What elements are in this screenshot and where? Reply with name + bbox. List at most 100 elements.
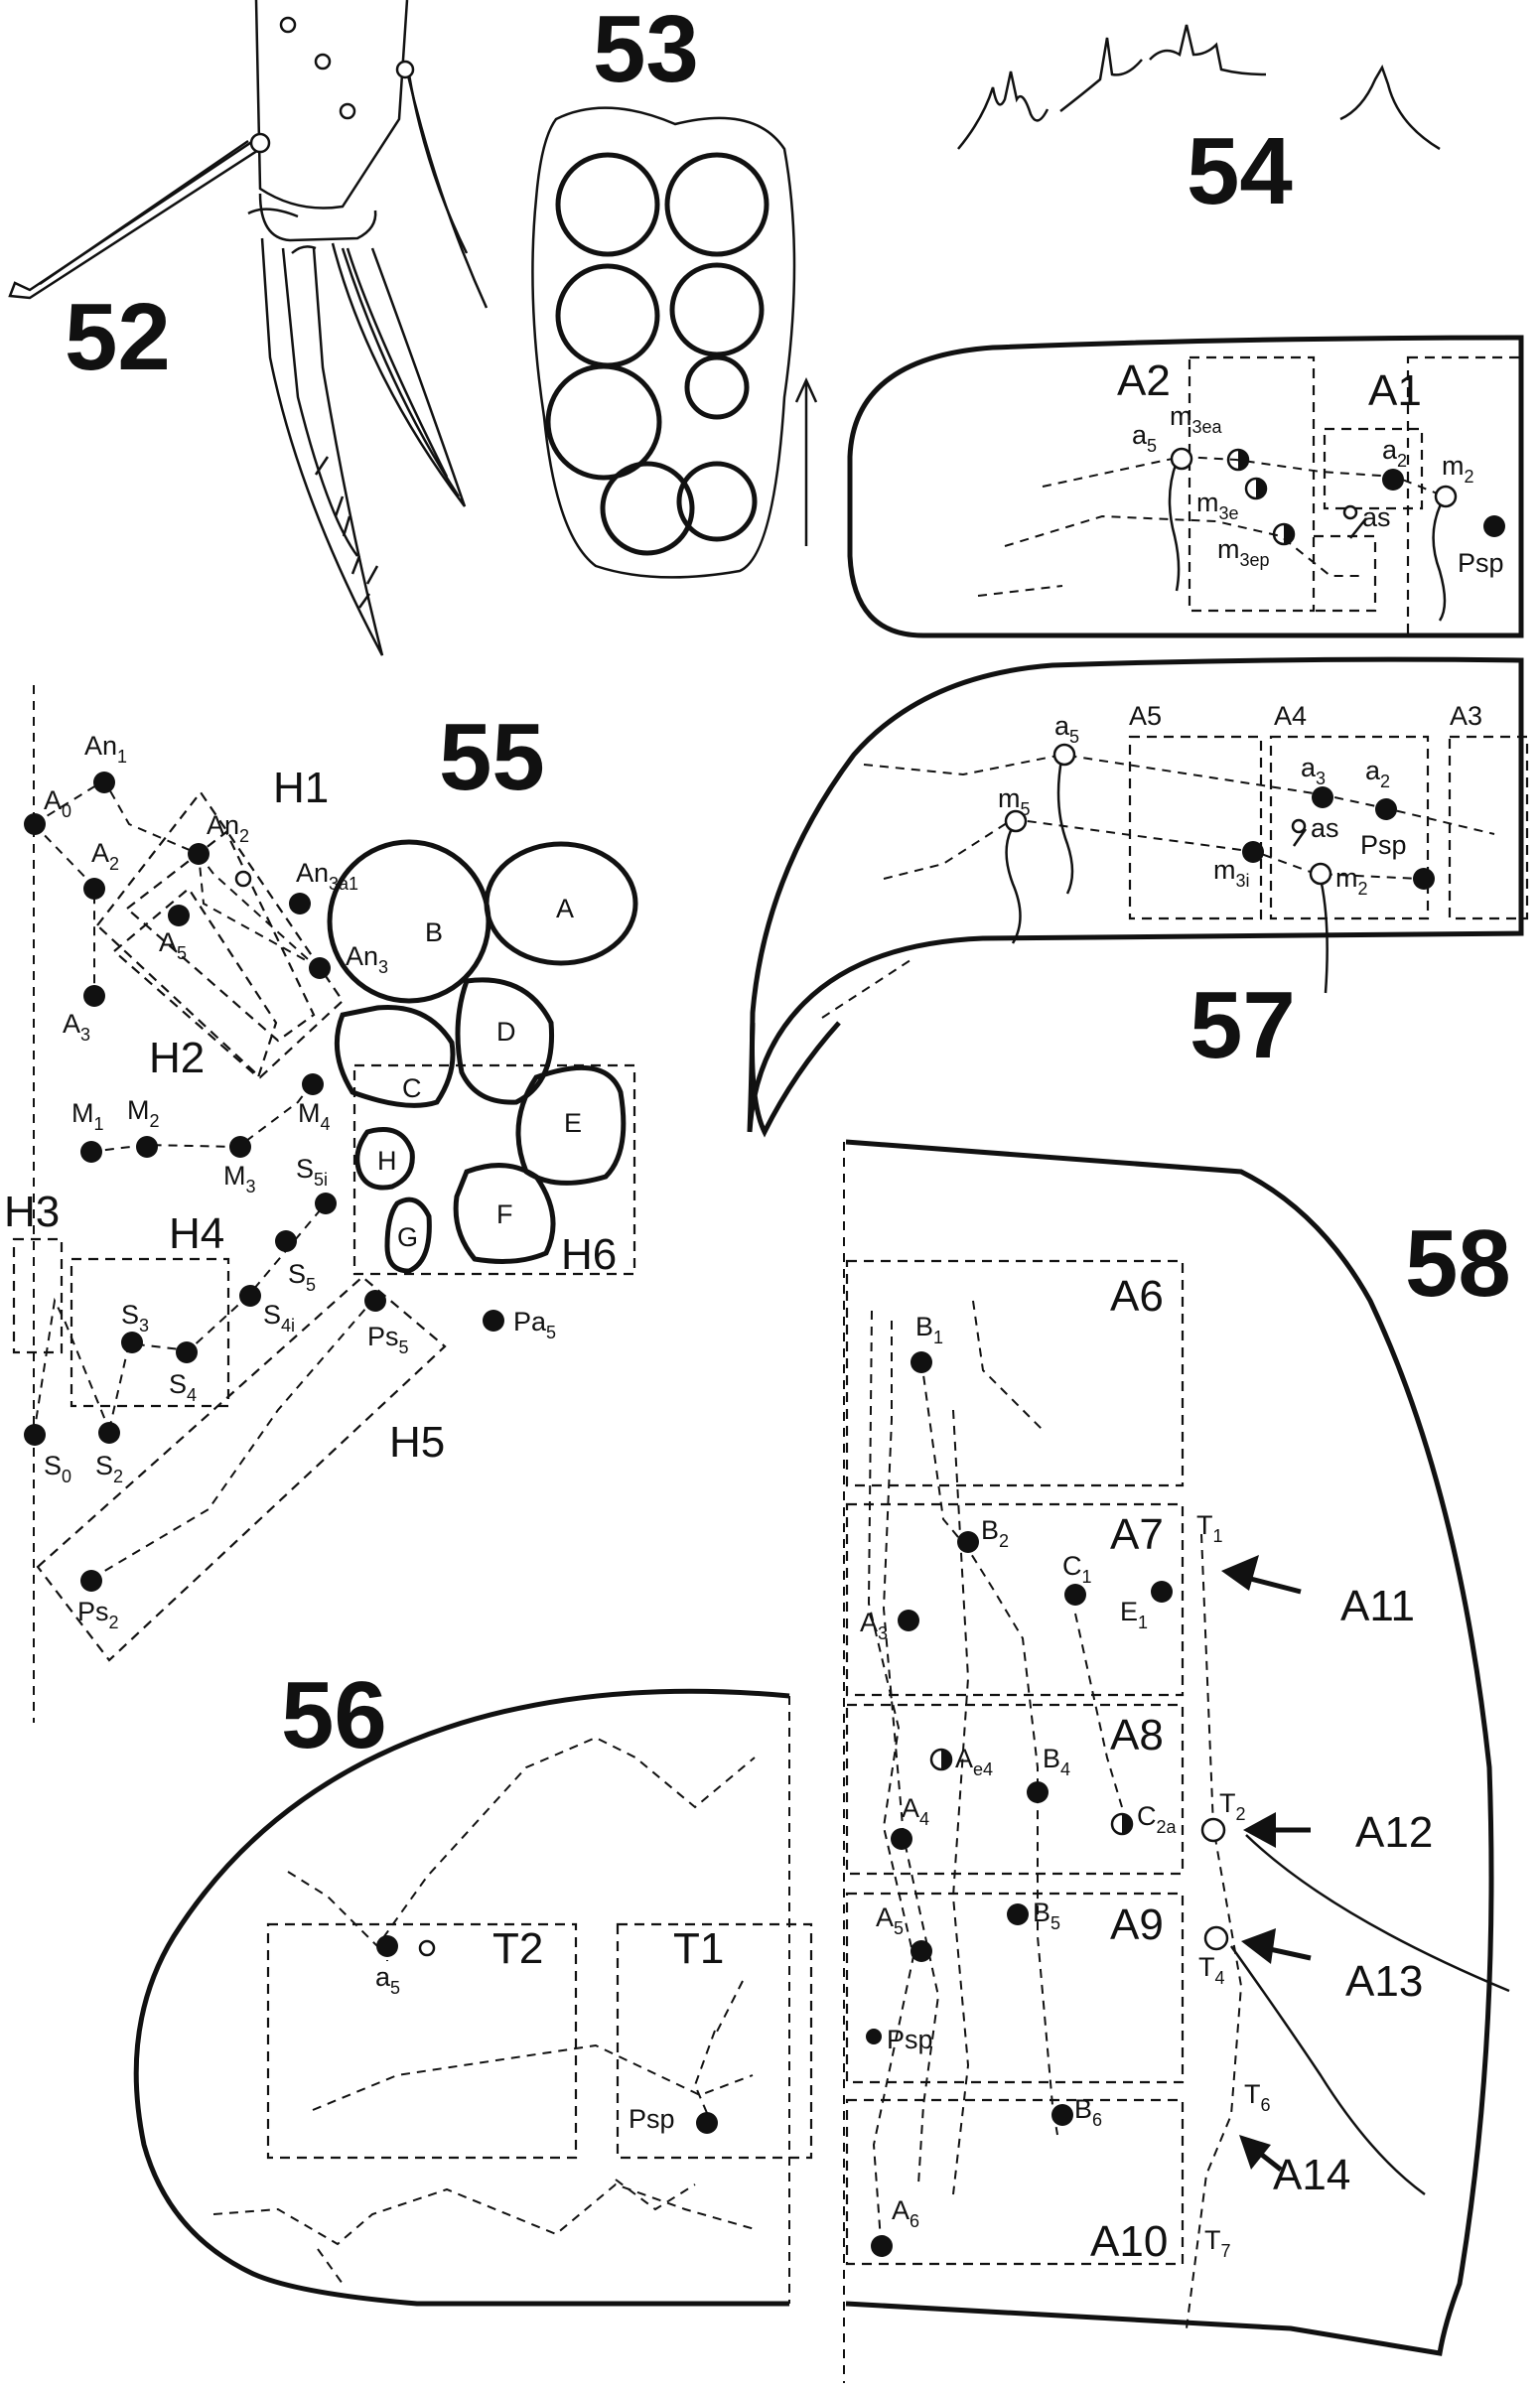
chaeta-label: a2 — [1382, 435, 1407, 471]
chaeta-label: a3 — [1301, 753, 1326, 788]
chaeta-label: a5 — [1054, 711, 1079, 747]
area-a3-box — [1448, 735, 1529, 920]
chaeta-label: An3 — [346, 941, 388, 977]
area-t2-box — [266, 1922, 578, 2160]
papilla-label: E — [564, 1108, 582, 1138]
papilla-label: A — [556, 894, 574, 923]
chaeta-label: as — [1362, 502, 1391, 532]
area-label: A1 — [1368, 366, 1422, 415]
area-h4-box — [70, 1257, 230, 1408]
chaeta-label: m3ep — [1217, 534, 1270, 570]
chaeta-label: Ps5 — [367, 1322, 409, 1357]
chaeta-label: S0 — [44, 1451, 71, 1486]
figure-57-lower-segment — [747, 656, 1529, 1138]
arrow-icon-a12 — [1243, 1812, 1311, 1848]
figure-number-57: 57 — [1190, 972, 1296, 1078]
papilla-label: D — [496, 1017, 516, 1047]
chaeta-label: A3 — [860, 1608, 888, 1643]
figure-numbers: 52 53 54 55 56 57 58 — [65, 0, 1511, 1768]
area-label: A2 — [1117, 356, 1171, 405]
area-label: A7 — [1110, 1510, 1164, 1559]
chaeta-label: T2 — [1219, 1788, 1246, 1824]
chaeta-label: T4 — [1198, 1952, 1225, 1988]
figure-number-54: 54 — [1187, 118, 1293, 224]
chaeta-label: Psp — [1360, 830, 1407, 860]
chaeta-label: B4 — [1043, 1744, 1070, 1779]
area-label: A10 — [1090, 2217, 1168, 2266]
arrow-icon-a11 — [1221, 1555, 1302, 1595]
chaeta-label: A6 — [892, 2195, 919, 2231]
arrow-label: A11 — [1340, 1582, 1415, 1630]
area-labels: H1 H2 H3 H4 H5 H6 T2 T1 A2 A1 A5 A4 A3 A… — [4, 356, 1482, 2266]
figure-54-spines-drawing — [957, 24, 1441, 151]
figure-number-53: 53 — [593, 0, 699, 102]
chaeta-label: m5 — [998, 783, 1031, 819]
chaeta-label: Pa5 — [513, 1307, 556, 1342]
area-t1-box — [616, 1922, 813, 2160]
chaeta-label: An3a1 — [296, 858, 358, 894]
chaeta-label: S5 — [288, 1259, 316, 1295]
area-label: T2 — [492, 1924, 543, 1973]
area-h3-box — [12, 1237, 64, 1354]
chaeta-labels: A0 An1 A2 An2 An3a1 A5 An3 A3 M4 M1 M2 M… — [44, 401, 1504, 2261]
arrow-label: A14 — [1273, 2151, 1350, 2199]
area-a9-box — [845, 1892, 1185, 2084]
papilla-label: C — [402, 1073, 422, 1103]
figure-52-claw-drawing — [8, 0, 489, 656]
chaeta-label: Psp — [1458, 548, 1504, 578]
chaeta-label: B2 — [981, 1515, 1009, 1551]
chaeta-label: Psp — [629, 2104, 675, 2134]
chaeta-label: m3ea — [1170, 401, 1223, 437]
figure-53-organ-drawing — [531, 106, 818, 579]
papilla-labels: A B C D E F G H — [377, 894, 582, 1252]
area-a1-box — [1323, 427, 1424, 510]
chaeta-label: B6 — [1074, 2094, 1102, 2130]
figure-58-abdomen — [843, 1139, 1510, 2383]
chaeta-label: m2 — [1442, 451, 1474, 487]
chaeta-label: A5 — [159, 927, 187, 963]
chaeta-label: m2 — [1335, 863, 1368, 899]
up-arrow-icon — [794, 376, 818, 546]
area-a2-box — [1188, 355, 1316, 613]
area-label: H3 — [4, 1188, 60, 1236]
area-label: H6 — [561, 1230, 617, 1279]
chaeta-label: S2 — [95, 1451, 123, 1486]
chaeta-label: S5i — [296, 1154, 328, 1190]
figure-number-55: 55 — [439, 704, 545, 810]
area-label: A9 — [1110, 1900, 1164, 1949]
chaeta-label: T1 — [1196, 1510, 1223, 1546]
chaeta-label: C1 — [1062, 1551, 1092, 1587]
arrow-icon-a13 — [1241, 1928, 1312, 1964]
chaeta-label: m3e — [1196, 488, 1239, 523]
arrow-icon-a14 — [1239, 2135, 1283, 2172]
papilla-label: G — [397, 1222, 418, 1252]
figure-number-52: 52 — [65, 284, 171, 390]
chaeta-label: M2 — [127, 1095, 160, 1131]
chaeta-label: Psp — [887, 2025, 933, 2054]
area-h6-box — [352, 1063, 636, 1276]
arrow-label: A13 — [1345, 1957, 1423, 2006]
area-label: A5 — [1129, 701, 1162, 731]
area-label: A6 — [1110, 1272, 1164, 1321]
chaeta-label: A3 — [63, 1009, 90, 1045]
chaeta-marker — [24, 813, 46, 835]
area-label: A4 — [1274, 701, 1307, 731]
area-a10-box — [845, 2098, 1185, 2266]
figure-number-56: 56 — [281, 1662, 387, 1768]
area-a6-box — [845, 1259, 1185, 1487]
chaeta-label: S3 — [121, 1300, 149, 1336]
area-label: T1 — [673, 1924, 724, 1973]
papilla-label: H — [377, 1146, 397, 1176]
area-label: H1 — [273, 764, 329, 812]
chaeta-label: m3i — [1213, 855, 1250, 891]
area-label: A3 — [1450, 701, 1482, 731]
chaeta-label: as — [1311, 813, 1339, 843]
chaeta-label: A5 — [876, 1902, 904, 1938]
figure-number-58: 58 — [1405, 1210, 1511, 1317]
chaeta-label: S4 — [169, 1369, 197, 1405]
area-label: H4 — [169, 1209, 224, 1258]
area-a5-box — [1128, 735, 1263, 920]
area-label: H2 — [149, 1034, 205, 1082]
papilla-label: B — [425, 917, 443, 947]
